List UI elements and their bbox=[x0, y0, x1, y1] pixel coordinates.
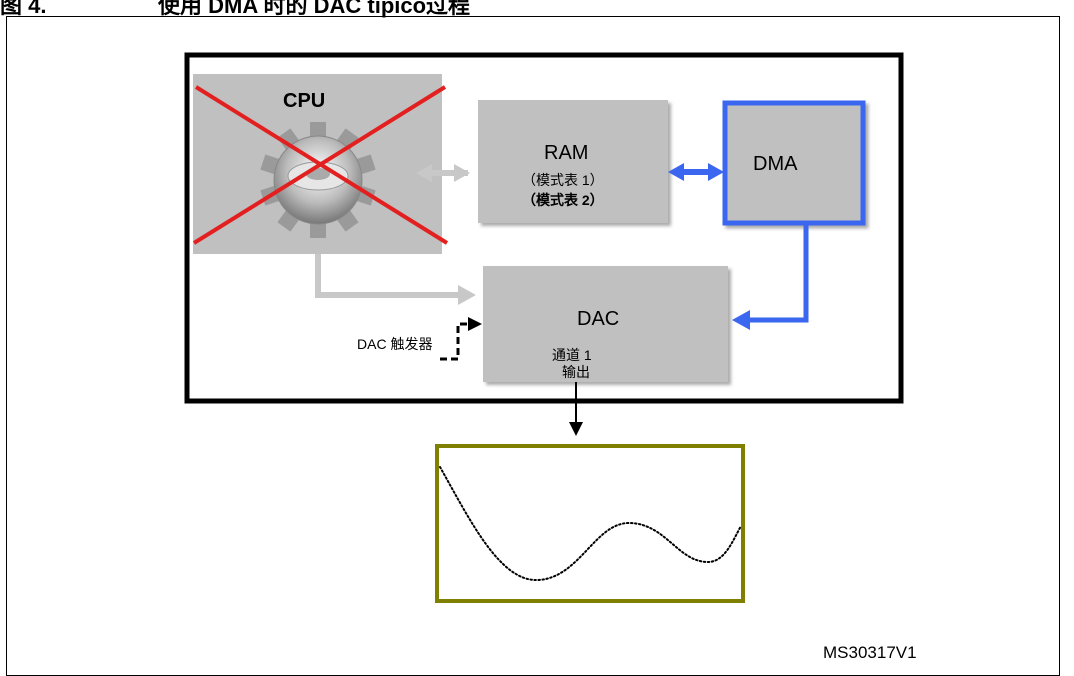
output-scope bbox=[435, 444, 745, 603]
dma-block bbox=[722, 100, 866, 226]
ram-pattern-2: （模式表 2） bbox=[522, 192, 604, 208]
dac-trigger-label: DAC 触发器 bbox=[357, 336, 433, 352]
cpu-ram-arrow bbox=[416, 164, 470, 182]
dma-label: DMA bbox=[753, 153, 798, 175]
ram-block bbox=[478, 100, 668, 223]
dac-output-label: 输出 bbox=[562, 364, 590, 380]
ram-dma-arrow bbox=[668, 163, 724, 181]
figure-title: 使用 DMA 时的 DAC típico过程 bbox=[158, 0, 471, 18]
cpu-dac-arrow bbox=[315, 254, 476, 305]
figure-number: 图 4. bbox=[0, 0, 47, 18]
ram-pattern-1: （模式表 1） bbox=[522, 172, 604, 188]
dac-trigger-arrow bbox=[440, 317, 482, 361]
dac-block bbox=[483, 266, 728, 382]
ram-label: RAM bbox=[544, 142, 589, 164]
output-waveform bbox=[439, 466, 742, 582]
cpu-label: CPU bbox=[283, 90, 326, 112]
system-boundary bbox=[184, 52, 904, 404]
figure-id: MS30317V1 bbox=[823, 643, 917, 662]
dac-output-arrow bbox=[569, 382, 583, 436]
dac-channel-label: 通道 1 bbox=[552, 347, 592, 363]
dac-label: DAC bbox=[577, 308, 620, 330]
dma-dac-arrow bbox=[732, 223, 809, 330]
cpu-block bbox=[192, 74, 449, 254]
